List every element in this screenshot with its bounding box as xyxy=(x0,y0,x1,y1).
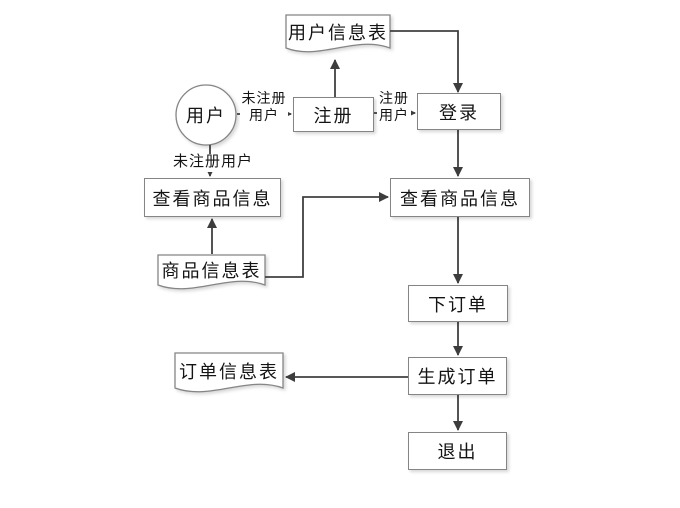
process-box-view-products-guest: 查看商品信息 xyxy=(144,178,281,217)
document-order-info-table xyxy=(174,352,284,393)
arrow-user-info-table-to-login xyxy=(390,30,463,93)
process-box-login: 登录 xyxy=(417,93,501,130)
document-label-product-info-table: 商品信息表 xyxy=(161,261,262,281)
edge-label-unregistered-user-to-register: 未注册 用户 xyxy=(240,92,288,126)
edge-label-line: 未注册 xyxy=(241,92,287,107)
edge-label-line: 用户 xyxy=(379,108,409,124)
edge-label-line: 注册 xyxy=(379,92,409,107)
process-box-register: 注册 xyxy=(293,97,374,132)
edge-label-registered-user-to-login: 注册 用户 xyxy=(377,92,411,126)
process-box-generate-order: 生成订单 xyxy=(408,357,507,395)
arrow-product-table-to-view-products xyxy=(265,192,389,278)
edge-label-unregistered-user-to-view: 未注册用户 xyxy=(171,154,255,172)
edge-label-line: 用户 xyxy=(249,108,279,124)
document-product-info-table xyxy=(157,254,266,290)
process-box-exit: 退出 xyxy=(408,432,507,470)
process-box-place-order: 下订单 xyxy=(408,285,508,322)
actor-circle-user xyxy=(175,84,237,146)
document-label-user-info-table: 用户信息表 xyxy=(288,22,388,43)
process-box-view-products: 查看商品信息 xyxy=(390,178,530,217)
actor-label-user: 用户 xyxy=(186,106,226,126)
document-label-order-info-table: 订单信息表 xyxy=(179,361,279,382)
document-user-info-table xyxy=(285,14,391,53)
